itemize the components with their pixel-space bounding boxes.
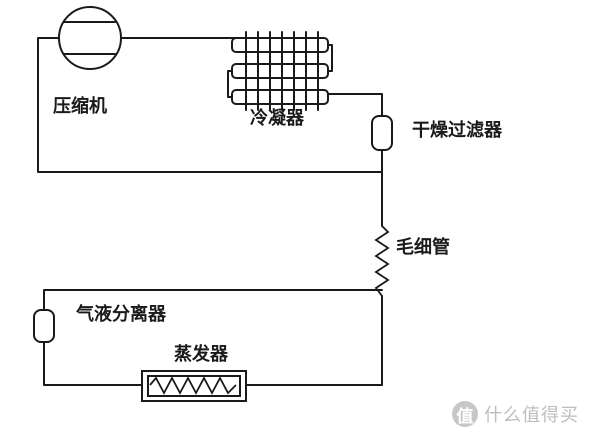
dryer-filter — [371, 115, 393, 151]
compressor — [58, 6, 122, 70]
watermark-logo-icon: 值 — [452, 401, 478, 427]
main-refrigerant-loop — [37, 37, 383, 227]
compressor-label: 压缩机 — [53, 96, 107, 117]
evaporator-coil — [149, 376, 237, 395]
watermark-text: 什么值得买 — [484, 405, 579, 426]
watermark: 值 什么值得买 — [452, 401, 579, 427]
gas-liquid-separator-label: 气液分离器 — [76, 304, 166, 325]
evaporator-label: 蒸发器 — [174, 344, 228, 365]
condenser — [227, 31, 333, 111]
condenser-fins — [245, 31, 319, 111]
capillary-outlet-pipe — [245, 295, 383, 386]
suction-pipe — [43, 289, 383, 311]
evaporator — [141, 370, 247, 402]
gas-liquid-separator — [33, 309, 55, 343]
condenser-label: 冷凝器 — [250, 108, 304, 129]
dryer-filter-label: 干燥过滤器 — [412, 120, 502, 141]
evaporator-outlet-pipe — [43, 341, 143, 386]
capillary-tube — [374, 225, 390, 297]
capillary-tube-label: 毛细管 — [396, 237, 450, 258]
condenser-outlet-pipe — [327, 93, 383, 117]
